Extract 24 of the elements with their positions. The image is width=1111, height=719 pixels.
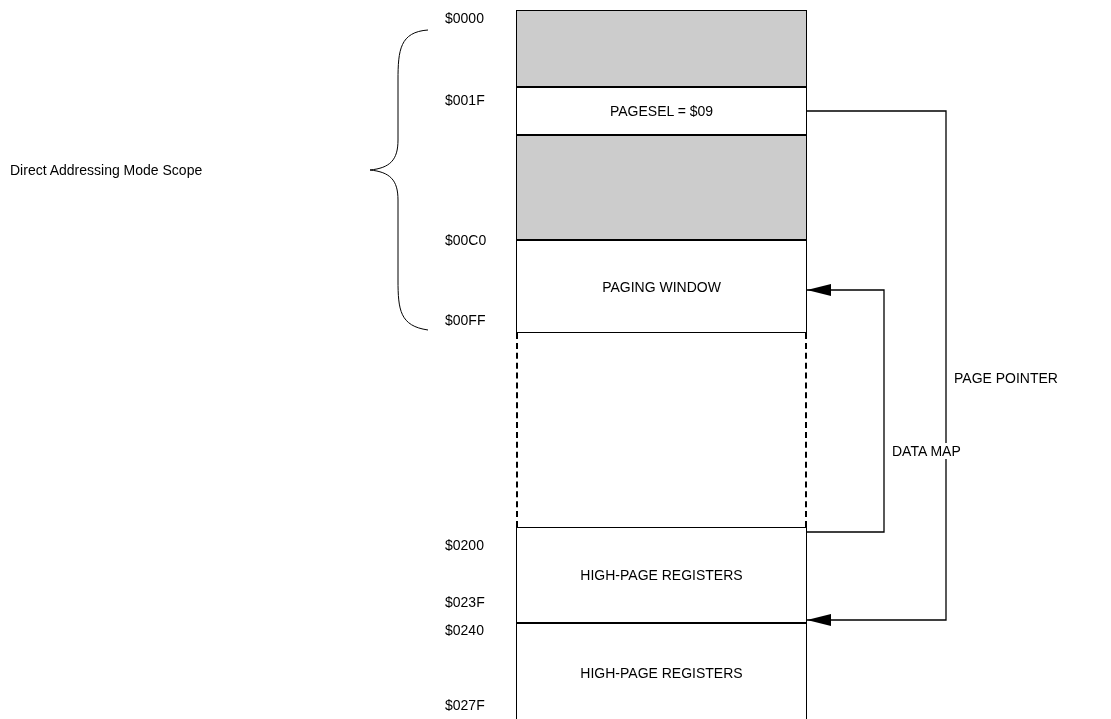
region-label: PAGESEL = $09 — [609, 103, 714, 119]
region-label: HIGH-PAGE REGISTERS — [580, 665, 743, 681]
address-label: $00FF — [445, 312, 486, 328]
address-label: $023F — [445, 594, 485, 610]
edge-label: DATA MAP — [890, 443, 963, 459]
address-label: $001F — [445, 92, 485, 108]
address-label: $00C0 — [445, 232, 487, 248]
memory-region — [516, 240, 807, 333]
edge-label: PAGE POINTER — [952, 370, 1060, 386]
memory-region — [516, 135, 807, 240]
memory-region — [516, 527, 807, 623]
region-label: PAGING WINDOW — [602, 278, 721, 295]
memory-region — [516, 10, 807, 87]
unmapped-memory-gap — [516, 333, 807, 527]
connector-arrow — [806, 284, 885, 533]
memory-region — [516, 623, 807, 719]
memory-region — [516, 87, 807, 135]
region-label: HIGH-PAGE REGISTERS — [580, 567, 743, 583]
address-label: $0000 — [445, 10, 484, 26]
address-label: $0240 — [445, 622, 484, 638]
address-label: $027F — [445, 697, 485, 713]
scope-label: Direct Addressing Mode Scope — [10, 162, 203, 178]
connector-arrow — [806, 110, 947, 626]
address-label: $0200 — [445, 537, 484, 553]
